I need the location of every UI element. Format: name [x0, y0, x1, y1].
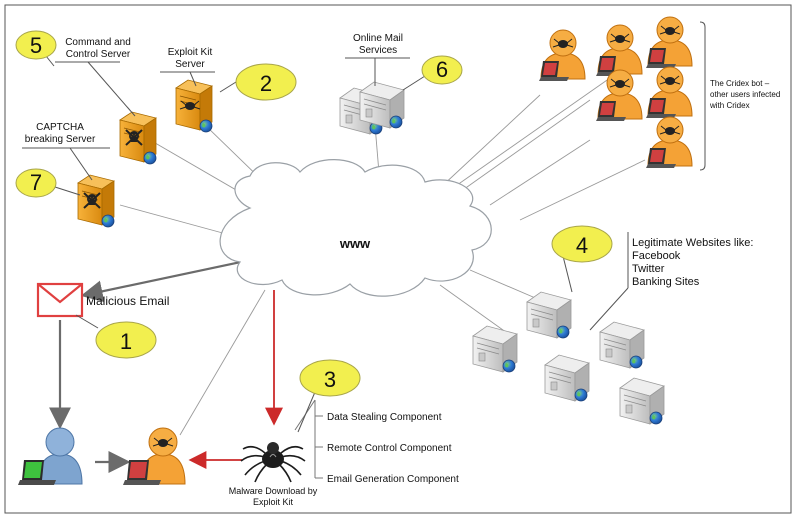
c2-label-1: Command and	[65, 37, 131, 48]
server-icon	[545, 355, 589, 401]
legit-label-1: Legitimate Websites like:	[632, 237, 753, 249]
step-badges: 5 2 7 6 4 1 3	[15, 30, 613, 397]
labels: Command and Control Server Exploit Kit S…	[25, 33, 781, 507]
svg-text:6: 6	[436, 57, 448, 82]
svg-text:4: 4	[576, 233, 588, 258]
svg-text:3: 3	[324, 367, 336, 392]
legit-label-2: Facebook	[632, 250, 681, 262]
c2-label-2: Control Server	[66, 49, 131, 60]
server-icon	[473, 326, 517, 372]
captcha-server-icon	[78, 175, 114, 227]
exploit-label-1: Exploit Kit	[168, 47, 213, 58]
envelope-icon	[36, 282, 84, 318]
malicious-email-label: Malicious Email	[86, 294, 169, 308]
mail-label-2: Services	[359, 45, 397, 56]
label-leaders	[22, 54, 629, 433]
cridex-bracket	[699, 21, 706, 171]
server-icon	[527, 292, 571, 338]
badge-6: 6	[421, 55, 463, 85]
arrow-cloud-to-email	[80, 256, 261, 303]
component-remote-control: Remote Control Component	[327, 443, 452, 454]
mail-label-1: Online Mail	[353, 33, 403, 44]
download-label-2: Exploit Kit	[253, 497, 294, 507]
legit-label-3: Twitter	[632, 263, 665, 275]
legit-label-4: Banking Sites	[632, 276, 700, 288]
server-icon	[600, 322, 644, 368]
exploit-kit-server-icon	[176, 80, 212, 132]
cloud-label: www	[339, 236, 371, 251]
svg-text:1: 1	[120, 329, 132, 354]
mail-server-icon-2	[360, 82, 404, 128]
internet-cloud	[219, 159, 492, 297]
svg-text:7: 7	[30, 170, 42, 195]
download-label-1: Malware Download by	[229, 486, 318, 496]
server-icon	[620, 378, 664, 424]
badge-7: 7	[15, 168, 57, 198]
svg-text:5: 5	[30, 33, 42, 58]
cridex-label-3: with Cridex	[709, 101, 750, 110]
cridex-label-1: The Cridex bot –	[710, 79, 770, 88]
component-data-stealing: Data Stealing Component	[327, 412, 442, 423]
badge-2: 2	[235, 63, 297, 101]
infected-victim-icon	[123, 427, 186, 485]
exploit-label-2: Server	[175, 59, 205, 70]
badge-4: 4	[551, 225, 613, 263]
captcha-label-1: CAPTCHA	[36, 122, 84, 133]
svg-text:2: 2	[260, 71, 272, 96]
cridex-label-2: other users infected	[710, 90, 780, 99]
badge-1: 1	[95, 321, 157, 359]
command-control-server-icon	[120, 112, 156, 164]
badge-5: 5	[15, 30, 57, 60]
captcha-label-2: breaking Server	[25, 134, 96, 145]
spider-icon	[240, 442, 306, 483]
badge-3: 3	[299, 359, 361, 397]
user-icon	[18, 427, 83, 485]
component-email-generation: Email Generation Component	[327, 474, 459, 485]
